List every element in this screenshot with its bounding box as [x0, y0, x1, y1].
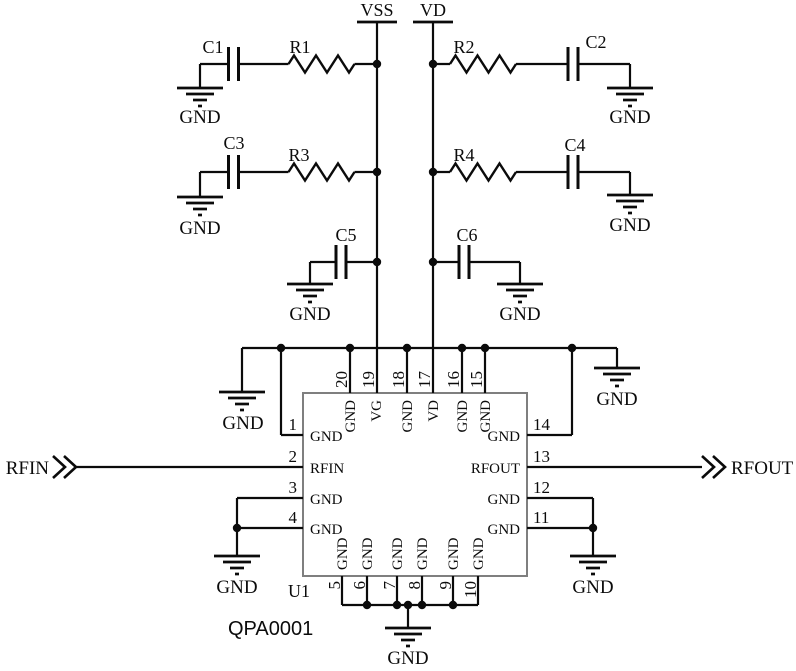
junction-dot	[448, 600, 458, 610]
pin-name-1: GND	[310, 429, 343, 445]
gnd-label: GND	[609, 107, 650, 128]
pin-number-1: 1	[289, 415, 298, 434]
pin-number-20: 20	[332, 371, 351, 388]
pin-number-9: 9	[436, 581, 455, 590]
gnd-label: GND	[179, 107, 220, 128]
pin-number-13: 13	[533, 447, 550, 466]
ic-designator: U1	[288, 581, 310, 601]
junction-dot	[457, 343, 467, 353]
pin-name-10: GND	[471, 537, 487, 570]
junction-dot	[362, 600, 372, 610]
gnd-label: GND	[289, 304, 330, 325]
gnd-label: GND	[596, 389, 637, 410]
gnd-label: GND	[216, 577, 257, 598]
pin-number-6: 6	[350, 581, 369, 590]
component-label-c1: C1	[202, 37, 223, 57]
pin-name-15: GND	[478, 400, 494, 433]
pin-name-18: GND	[400, 400, 416, 433]
junction-dot	[403, 600, 413, 610]
ic-part-number: QPA0001	[228, 618, 313, 640]
junction-dot	[276, 343, 286, 353]
pin-number-3: 3	[289, 478, 298, 497]
junction-dot	[567, 343, 577, 353]
junction-dot	[232, 523, 242, 533]
pin-name-20: GND	[343, 400, 359, 433]
junction-dot	[372, 167, 382, 177]
pin-name-19: VG	[369, 400, 385, 422]
junction-dots	[232, 59, 598, 610]
component-label-r4: R4	[453, 145, 474, 165]
pin-name-4: GND	[310, 522, 343, 538]
gnd-label: GND	[499, 304, 540, 325]
port-label-rfout: RFOUT	[731, 458, 794, 479]
pin-number-7: 7	[380, 581, 399, 590]
junction-dot	[372, 257, 382, 267]
pin-number-2: 2	[289, 447, 298, 466]
pin-name-9: GND	[446, 537, 462, 570]
ic-body	[302, 392, 528, 577]
gnd-label: GND	[387, 648, 428, 669]
power-label-vd: VD	[420, 0, 446, 20]
pin-name-17: VD	[426, 400, 442, 422]
gnd-label: GND	[572, 577, 613, 598]
pin-name-13: RFOUT	[471, 461, 520, 477]
pin-name-5: GND	[335, 537, 351, 570]
pin-name-12: GND	[488, 492, 521, 508]
component-label-r3: R3	[288, 145, 309, 165]
component-label-c6: C6	[456, 225, 477, 245]
pin-number-18: 18	[389, 371, 408, 388]
component-label-c5: C5	[335, 225, 356, 245]
port-label-rfin: RFIN	[6, 458, 50, 479]
junction-dot	[402, 343, 412, 353]
pin-name-8: GND	[415, 537, 431, 570]
pin-number-19: 19	[359, 371, 378, 388]
pin-number-5: 5	[325, 581, 344, 590]
pin-number-14: 14	[533, 415, 551, 434]
pin-name-14: GND	[488, 429, 521, 445]
pin-number-16: 16	[444, 371, 463, 388]
component-label-c3: C3	[223, 133, 244, 153]
pin-number-15: 15	[467, 371, 486, 388]
wires	[76, 20, 702, 628]
junction-dot	[428, 167, 438, 177]
pin-name-16: GND	[455, 400, 471, 433]
pin-number-12: 12	[533, 478, 550, 497]
pin-name-11: GND	[488, 522, 521, 538]
junction-dot	[392, 600, 402, 610]
pin-number-11: 11	[533, 508, 549, 527]
gnd-label: GND	[222, 413, 263, 434]
pin-number-17: 17	[415, 371, 434, 389]
pin-name-6: GND	[360, 537, 376, 570]
component-label-c4: C4	[564, 135, 585, 155]
junction-dot	[372, 59, 382, 69]
pin-name-2: RFIN	[310, 461, 344, 477]
pin-number-10: 10	[461, 581, 480, 598]
pin-number-8: 8	[405, 581, 424, 590]
junction-dot	[480, 343, 490, 353]
junction-dot	[428, 257, 438, 267]
component-label-c2: C2	[585, 32, 606, 52]
pin-number-4: 4	[289, 508, 298, 527]
junction-dot	[417, 600, 427, 610]
gnd-label: GND	[609, 215, 650, 236]
pin-name-3: GND	[310, 492, 343, 508]
junction-dot	[588, 523, 598, 533]
power-label-vss: VSS	[360, 0, 393, 20]
component-label-r2: R2	[453, 37, 474, 57]
pin-name-7: GND	[390, 537, 406, 570]
gnd-label: GND	[179, 218, 220, 239]
junction-dot	[345, 343, 355, 353]
component-label-r1: R1	[289, 37, 310, 57]
junction-dot	[428, 59, 438, 69]
